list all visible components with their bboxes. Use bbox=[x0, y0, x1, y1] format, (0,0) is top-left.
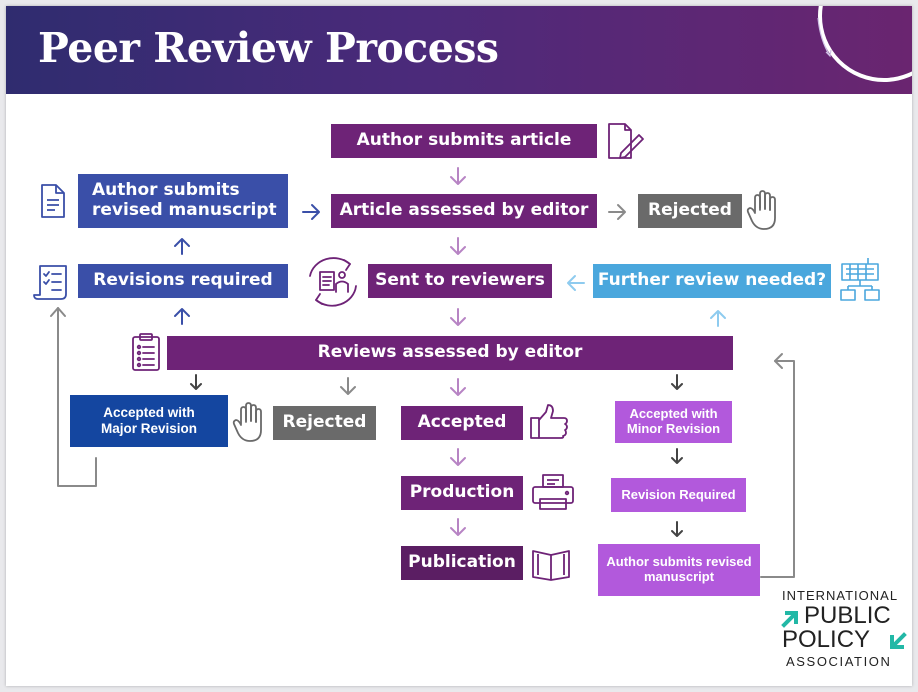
rejected-bottom-label: Rejected bbox=[282, 412, 367, 433]
author-submits-revised-box: Author submits revised manuscript bbox=[78, 174, 288, 228]
author-submits-revised-minor-label: Author submits revised manuscript bbox=[606, 554, 752, 584]
printer-icon bbox=[532, 474, 574, 510]
clipboard-list-icon bbox=[132, 333, 160, 371]
book-icon bbox=[532, 550, 570, 581]
further-review-box: Further review needed? bbox=[593, 264, 831, 298]
revision-required-label: Revision Required bbox=[621, 486, 736, 502]
page-title: Peer Review Process bbox=[38, 24, 499, 72]
ippa-logo: INTERNATIONAL PUBLIC POLICY ASSOCIATION bbox=[774, 588, 912, 674]
logo-line-international: INTERNATIONAL bbox=[782, 588, 899, 603]
document-edit-icon bbox=[608, 123, 644, 159]
publication-label: Publication bbox=[408, 552, 516, 573]
reviews-assessed-box: Reviews assessed by editor bbox=[167, 336, 733, 370]
accepted-label: Accepted bbox=[417, 412, 507, 433]
logo-line-public: PUBLIC bbox=[804, 602, 891, 629]
title-banner: Peer Review Process bbox=[6, 6, 912, 94]
publication-box: Publication bbox=[401, 546, 523, 580]
rejected-bottom-box: Rejected bbox=[273, 406, 376, 440]
accepted-box: Accepted bbox=[401, 406, 523, 440]
production-box: Production bbox=[401, 476, 523, 510]
connector-arrows bbox=[50, 167, 795, 578]
thumbs-up-icon bbox=[530, 404, 568, 439]
network-keyboard-icon bbox=[840, 258, 880, 301]
reviews-assessed-label: Reviews assessed by editor bbox=[317, 342, 583, 363]
logo-arrow-down-icon bbox=[890, 632, 907, 649]
further-review-label: Further review needed? bbox=[597, 270, 827, 291]
revisions-required-box: Revisions required bbox=[78, 264, 288, 298]
reviewers-cycle-icon bbox=[309, 257, 357, 307]
production-label: Production bbox=[409, 482, 515, 503]
accepted-major-revision-box: Accepted with Major Revision bbox=[70, 395, 228, 447]
author-submits-article-box: Author submits article bbox=[331, 124, 597, 158]
logo-line-association: ASSOCIATION bbox=[786, 654, 892, 669]
author-submits-revised-minor-box: Author submits revised manuscript bbox=[598, 544, 760, 596]
logo-line-policy: POLICY bbox=[782, 626, 871, 653]
logo-arrow-up-icon bbox=[781, 611, 798, 628]
author-submits-revised-label: Author submits revised manuscript bbox=[92, 180, 277, 220]
sent-to-reviewers-label: Sent to reviewers bbox=[375, 270, 545, 291]
accepted-minor-revision-label: Accepted with Minor Revision bbox=[626, 406, 721, 436]
revision-required-box: Revision Required bbox=[611, 478, 746, 512]
revisions-required-label: Revisions required bbox=[93, 270, 273, 291]
author-submits-article-label: Author submits article bbox=[356, 130, 572, 151]
accepted-minor-revision-box: Accepted with Minor Revision bbox=[615, 401, 732, 443]
rejected-top-box: Rejected bbox=[638, 194, 742, 228]
article-assessed-box: Article assessed by editor bbox=[331, 194, 597, 228]
slide: Peer Review Process bbox=[6, 6, 912, 686]
hand-stop-icon bbox=[746, 190, 776, 230]
checklist-scroll-icon bbox=[33, 265, 67, 300]
decorative-circle-icon bbox=[817, 6, 912, 82]
sent-to-reviewers-box: Sent to reviewers bbox=[368, 264, 552, 298]
article-assessed-label: Article assessed by editor bbox=[339, 200, 589, 221]
document-icon bbox=[41, 184, 65, 218]
accepted-major-revision-label: Accepted with Major Revision bbox=[100, 405, 198, 436]
rejected-top-label: Rejected bbox=[648, 200, 732, 221]
hand-stop-icon-bottom bbox=[232, 402, 262, 442]
